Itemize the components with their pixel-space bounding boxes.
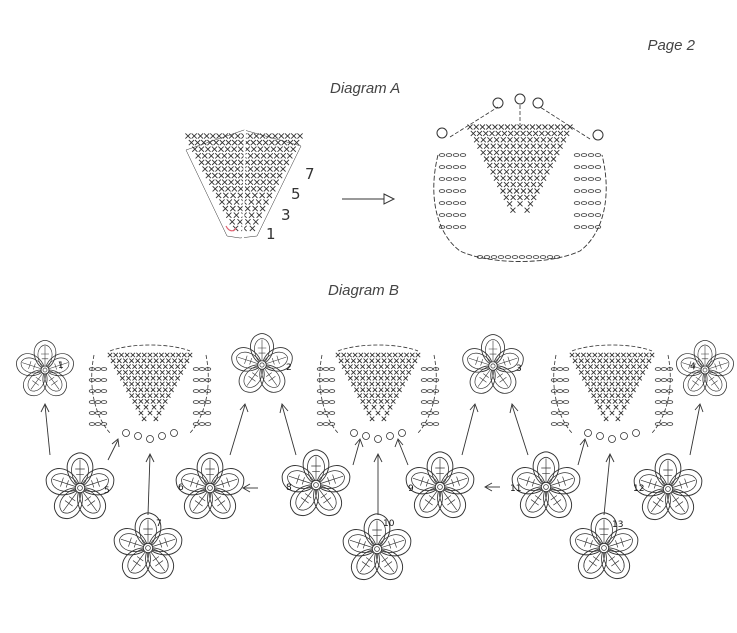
diagram-b-fan-2 [316, 344, 440, 443]
motif-number-4: 4 [690, 362, 696, 372]
motif-number-7: 7 [156, 519, 162, 529]
diagram-a-title: Diagram A [330, 80, 401, 97]
motif-number-13: 13 [612, 520, 623, 530]
row-number-5: 5 [291, 185, 301, 203]
motif-numbers: 1 2 3 4 5 6 7 8 9 10 11 12 13 [58, 361, 696, 530]
flower-9 [403, 452, 478, 523]
diagram-b-fan-1 [88, 344, 212, 443]
motif-number-6: 6 [178, 483, 184, 493]
start-mark [225, 225, 237, 232]
flower-10 [340, 514, 415, 585]
row-number-3: 3 [281, 206, 291, 224]
diagram-b-title: Diagram B [328, 282, 399, 299]
motif-number-9: 9 [408, 484, 414, 494]
page-label: Page 2 [647, 37, 695, 54]
diagram-b: 1 2 3 4 5 6 7 8 9 10 11 12 13 [13, 334, 736, 585]
motif-number-12: 12 [633, 484, 644, 494]
row-number-1: 1 [266, 225, 276, 243]
arrow-icon [342, 193, 396, 205]
flower-1 [13, 340, 76, 400]
diagram-b-fan-3 [550, 344, 674, 443]
motif-number-2: 2 [286, 363, 292, 373]
diagram-a-right-motif [433, 93, 607, 262]
flower-4 [673, 340, 736, 400]
motif-number-1: 1 [58, 361, 64, 371]
diagram-a-left-triangle [185, 129, 303, 239]
motif-number-5: 5 [104, 486, 110, 496]
row-number-7: 7 [305, 165, 315, 183]
join-arrows [40, 402, 704, 516]
motif-number-8: 8 [286, 483, 292, 493]
flower-7 [111, 513, 186, 584]
flower-13 [567, 513, 642, 584]
motif-number-10: 10 [383, 519, 395, 529]
motif-number-3: 3 [516, 364, 522, 374]
motif-number-11: 11 [510, 484, 521, 494]
flower-6 [173, 453, 248, 524]
